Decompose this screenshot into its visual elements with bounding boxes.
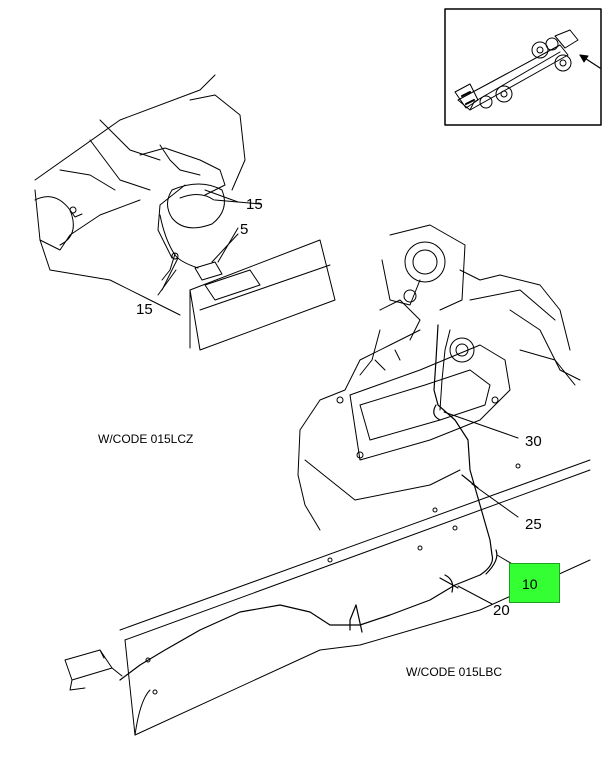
left-view-frame [34, 74, 336, 351]
callout-5: 5 [240, 221, 249, 238]
caption-015lcz: W/CODE 015LCZ [98, 432, 194, 446]
callout-30: 30 [525, 433, 542, 450]
leader-lines [157, 189, 519, 605]
locator-inset [444, 8, 602, 126]
callout-10-highlight[interactable]: 10 [509, 563, 560, 603]
callout-10: 10 [522, 576, 538, 592]
callout-20: 20 [493, 602, 510, 619]
callout-15-lower: 15 [136, 301, 153, 318]
wire-harness [119, 324, 498, 681]
engine-outline [297, 224, 581, 531]
caption-015lbc: W/CODE 015LBC [406, 665, 503, 679]
electrical-connector [64, 649, 123, 691]
callout-25: 25 [525, 516, 542, 533]
callout-15-upper: 15 [246, 196, 263, 213]
